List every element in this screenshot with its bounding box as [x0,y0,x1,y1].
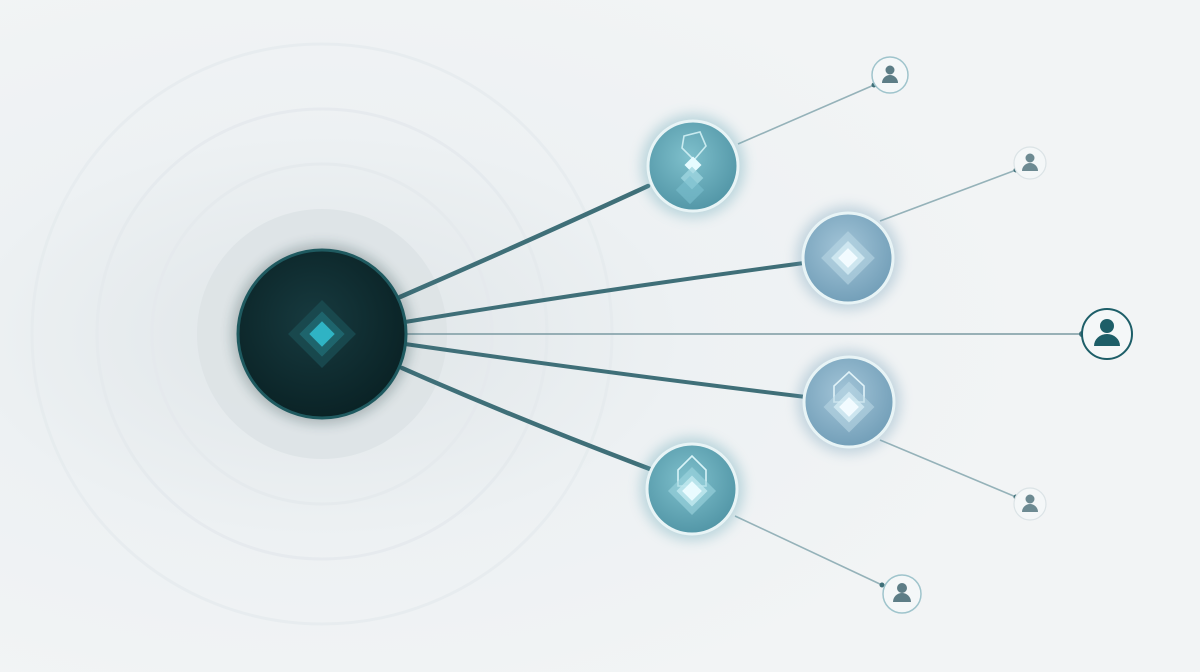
layered-diamond-icon [288,300,356,368]
node-user-connectors [734,84,1017,586]
hub-connectors [397,183,1083,472]
user-icon [1094,319,1120,346]
hub-node[interactable] [232,244,412,424]
connector-node-4-user-5 [734,515,883,586]
node-4[interactable] [640,437,744,541]
user-5[interactable] [882,574,922,614]
connector-node-1-user-1 [737,84,875,145]
user-icon [1022,494,1038,512]
user-2[interactable] [1013,146,1047,180]
connector-hub-node-1 [397,183,651,300]
connector-hub-node-3 [403,342,808,399]
user-icon [882,65,898,83]
user-3-primary[interactable] [1081,308,1133,360]
pendant-diamond-icon [667,454,717,516]
connector-hub-node-4 [399,365,653,472]
connector-hub-node-2 [403,261,806,324]
user-1[interactable] [871,56,909,94]
node-1[interactable] [641,114,745,218]
connector-node-3-user-4 [879,439,1017,498]
connector-node-2-user-2 [879,169,1017,222]
pendant-diamond-icon [823,370,875,433]
node-2[interactable] [796,206,900,310]
user-icon [1022,153,1038,171]
node-3[interactable] [797,350,901,454]
user-icon [893,583,911,602]
user-4[interactable] [1013,487,1047,521]
